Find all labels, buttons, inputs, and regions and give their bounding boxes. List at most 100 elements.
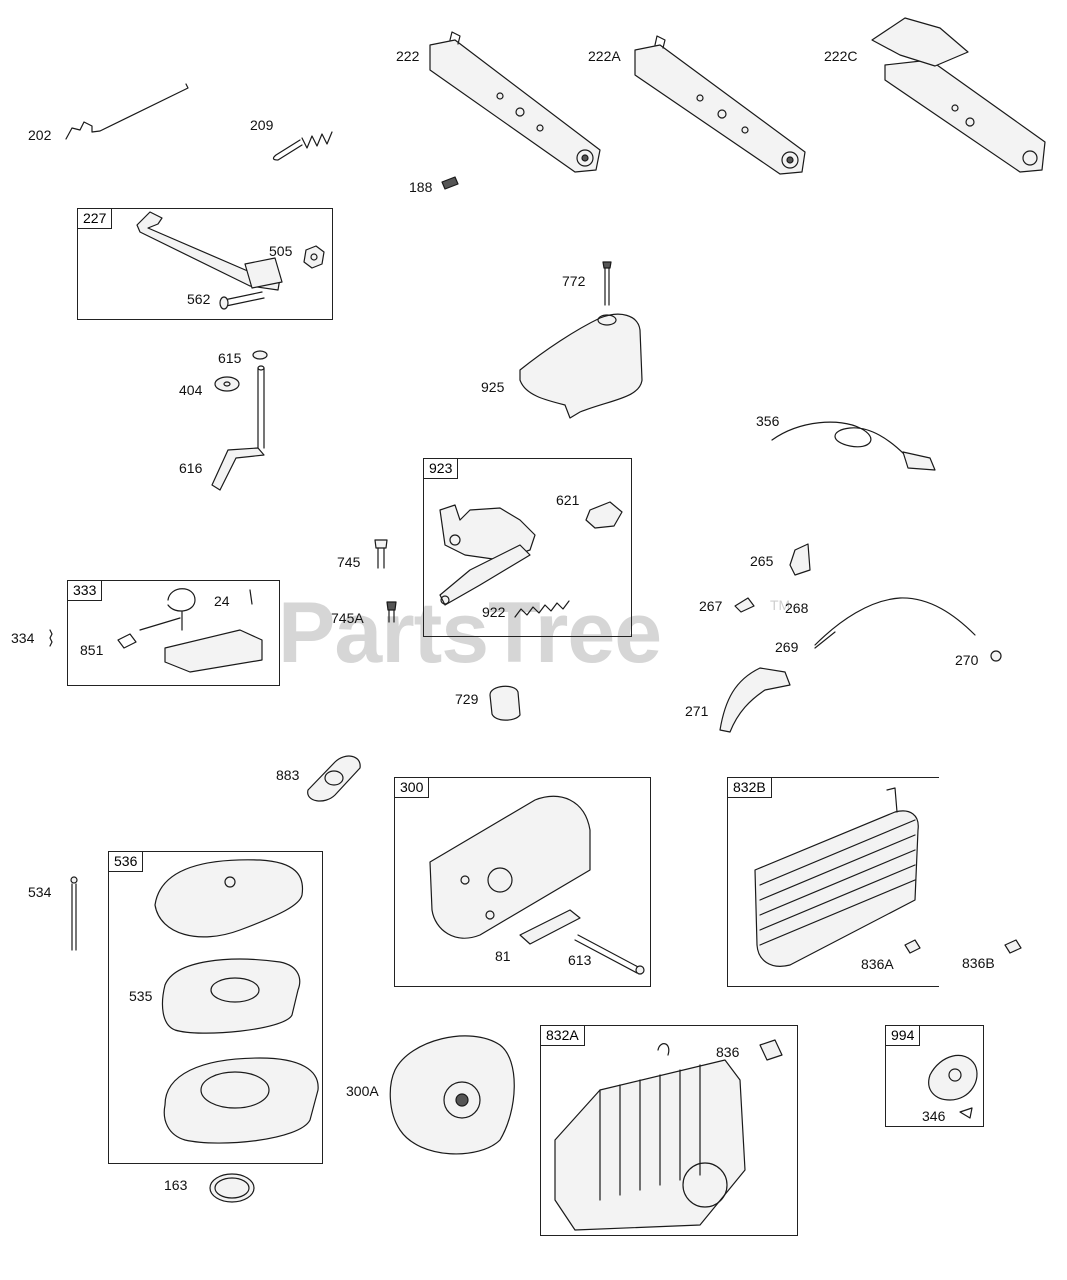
label-613[interactable]: 613 [568,952,592,968]
throttle-lever-227-drawing [136,211,283,291]
label-616[interactable]: 616 [179,460,203,476]
label-883[interactable]: 883 [276,767,300,783]
label-535[interactable]: 535 [129,988,153,1004]
kit-832a-box[interactable]: 832A [540,1025,798,1236]
kit-832a-tag: 832A [541,1026,585,1046]
label-346[interactable]: 346 [922,1108,946,1124]
filter-535-drawing [161,958,301,1034]
heat-shield-832a-drawing [554,1043,746,1231]
kit-227-tag: 227 [78,209,113,229]
screw-267-drawing [734,597,755,613]
spark-arrester-300a-drawing [389,1035,515,1155]
nut-621-drawing [585,501,623,529]
air-cleaner-cover-536-drawing [154,859,304,938]
label-81[interactable]: 81 [495,948,511,964]
nut-505-drawing [303,245,325,269]
label-836a[interactable]: 836A [861,956,894,972]
screw-745-drawing [374,539,388,569]
kit-300-box[interactable]: 300 [394,777,651,987]
control-bracket-222-drawing [429,31,601,173]
bushing-729-drawing [489,685,521,721]
label-562[interactable]: 562 [187,291,211,307]
trademark-mark: TM [770,597,791,613]
heat-shield-832b-drawing [754,787,919,967]
label-836[interactable]: 836 [716,1044,740,1060]
label-851[interactable]: 851 [80,642,104,658]
fitting-994-drawing [928,1054,978,1101]
label-268[interactable]: 268 [785,600,809,616]
shaft-616-drawing [211,365,265,491]
control-bracket-222c-drawing [871,17,1046,173]
washer-615-drawing [252,350,268,360]
wire-harness-356-drawing [771,421,936,471]
label-334[interactable]: 334 [11,630,35,646]
lever-271-drawing [719,667,791,733]
label-772[interactable]: 772 [562,273,586,289]
label-270[interactable]: 270 [955,652,979,668]
label-188[interactable]: 188 [409,179,433,195]
kit-832b-box[interactable]: 832B [727,777,939,987]
spring-334-drawing [49,629,53,647]
muffler-300-drawing [429,795,591,939]
label-269[interactable]: 269 [775,639,799,655]
screw-346-drawing [959,1107,973,1119]
clip-851-drawing [117,633,137,649]
clip-265-drawing [789,543,811,576]
gasket-163-drawing [209,1173,255,1203]
kit-333-box[interactable]: 333 [67,580,280,686]
label-222c[interactable]: 222C [824,48,858,64]
label-271[interactable]: 271 [685,703,709,719]
label-745[interactable]: 745 [337,554,361,570]
label-505[interactable]: 505 [269,243,293,259]
label-202[interactable]: 202 [28,127,52,143]
kit-536-box[interactable]: 536 [108,851,323,1164]
label-534[interactable]: 534 [28,884,52,900]
label-267[interactable]: 267 [699,598,723,614]
label-922[interactable]: 922 [482,604,506,620]
watermark: PartsTree [278,585,662,681]
label-621[interactable]: 621 [556,492,580,508]
label-729[interactable]: 729 [455,691,479,707]
pin-24-drawing [249,589,253,605]
spring-209-drawing [272,131,333,161]
label-404[interactable]: 404 [179,382,203,398]
label-836b[interactable]: 836B [962,955,995,971]
kit-832b-tag: 832B [728,778,772,798]
kit-994-box[interactable]: 994 [885,1025,984,1127]
nut-270-drawing [990,650,1002,662]
label-615[interactable]: 615 [218,350,242,366]
label-925[interactable]: 925 [481,379,505,395]
screw-188-drawing [441,176,459,190]
cable-268-drawing [814,597,976,649]
label-222[interactable]: 222 [396,48,420,64]
kit-300-tag: 300 [395,778,430,798]
screw-534-drawing [70,876,78,951]
label-356[interactable]: 356 [756,413,780,429]
screw-836b-drawing [1004,939,1022,954]
label-222a[interactable]: 222A [588,48,621,64]
bracket-81-drawing [519,909,581,945]
gasket-883-drawing [307,755,361,802]
label-745a[interactable]: 745A [331,610,364,626]
kit-536-tag: 536 [109,852,144,872]
screw-836-drawing [759,1039,783,1061]
control-bracket-222a-drawing [634,35,806,175]
label-300a[interactable]: 300A [346,1083,379,1099]
screw-772-drawing [602,261,612,306]
base-plate-drawing [163,1057,319,1144]
screw-836a-drawing [904,939,921,954]
screw-562-drawing [219,291,265,310]
label-24[interactable]: 24 [214,593,230,609]
kit-227-box[interactable]: 227 [77,208,333,320]
label-163[interactable]: 163 [164,1177,188,1193]
kit-333-drawing [139,588,263,673]
kit-923-box[interactable]: 923 [423,458,632,637]
label-209[interactable]: 209 [250,117,274,133]
washer-404-drawing [214,376,240,392]
label-265[interactable]: 265 [750,553,774,569]
spring-922-drawing [514,600,570,618]
screw-613-drawing [574,934,645,975]
kit-923-tag: 923 [424,459,459,479]
